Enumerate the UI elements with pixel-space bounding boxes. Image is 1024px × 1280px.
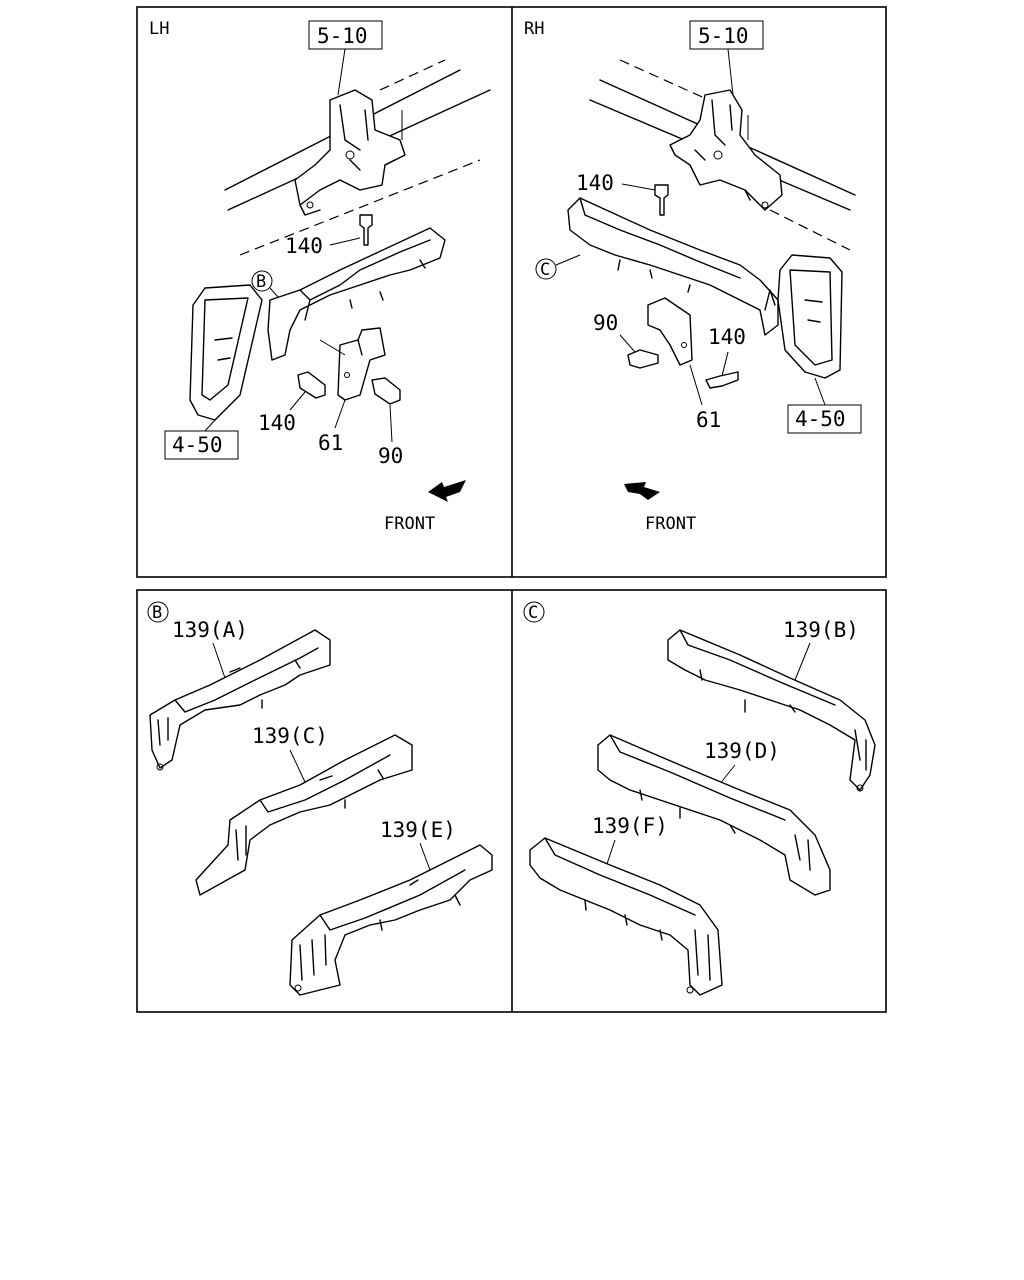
- rh-title: RH: [524, 19, 544, 39]
- detail-b-panel: B 139(A) 139(C) 139(E): [147, 601, 493, 996]
- detail-b-circle-ref: [147, 601, 169, 623]
- lh-panel: LH 5-10 140 B: [149, 19, 491, 534]
- rh-circle-ref-label: C: [540, 260, 550, 280]
- rh-circle-ref[interactable]: [535, 258, 557, 280]
- detail-b-part-e: 139(E): [380, 818, 456, 842]
- lh-label-bolt-top: 140: [285, 234, 323, 258]
- detail-b-part-c: 139(C): [252, 724, 328, 748]
- rh-front-arrow-icon: [624, 482, 660, 500]
- rh-label-bolt-top: 140: [576, 171, 614, 195]
- lh-label-bracket: 61: [318, 431, 343, 455]
- lh-ref-side: 4-50: [172, 433, 223, 457]
- rh-ref-top: 5-10: [698, 24, 749, 48]
- lh-front-arrow-icon: [428, 480, 466, 502]
- rh-label-bracket: 61: [696, 408, 721, 432]
- lh-label-bolt-side: 90: [378, 444, 403, 468]
- rh-label-bolt-bottom: 140: [708, 325, 746, 349]
- lh-ref-side-box[interactable]: [164, 430, 239, 460]
- lh-ref-top: 5-10: [317, 24, 368, 48]
- detail-c-panel: C 139(B) 139(D) 139(F): [523, 601, 876, 996]
- rh-panel: RH 5-10 140 C 61 90: [524, 19, 862, 534]
- detail-c-part-f: 139(F): [592, 814, 668, 838]
- lh-label-bolt-bottom: 140: [258, 411, 296, 435]
- lh-circle-ref[interactable]: [251, 270, 273, 292]
- detail-c-part-b: 139(B): [783, 618, 859, 642]
- detail-b-circle-label: B: [152, 603, 162, 623]
- lh-direction: FRONT: [384, 514, 435, 534]
- lh-ref-top-box[interactable]: [308, 20, 383, 50]
- rh-direction: FRONT: [645, 514, 696, 534]
- rh-ref-side: 4-50: [795, 407, 846, 431]
- lh-circle-ref-label: B: [256, 272, 266, 292]
- detail-c-circle-ref: [523, 601, 545, 623]
- lh-title: LH: [149, 19, 169, 39]
- rh-ref-top-box[interactable]: [689, 20, 764, 50]
- detail-c-circle-label: C: [528, 603, 538, 623]
- detail-c-part-d: 139(D): [704, 739, 780, 763]
- detail-b-part-a: 139(A): [172, 618, 248, 642]
- rh-label-bolt-side: 90: [593, 311, 618, 335]
